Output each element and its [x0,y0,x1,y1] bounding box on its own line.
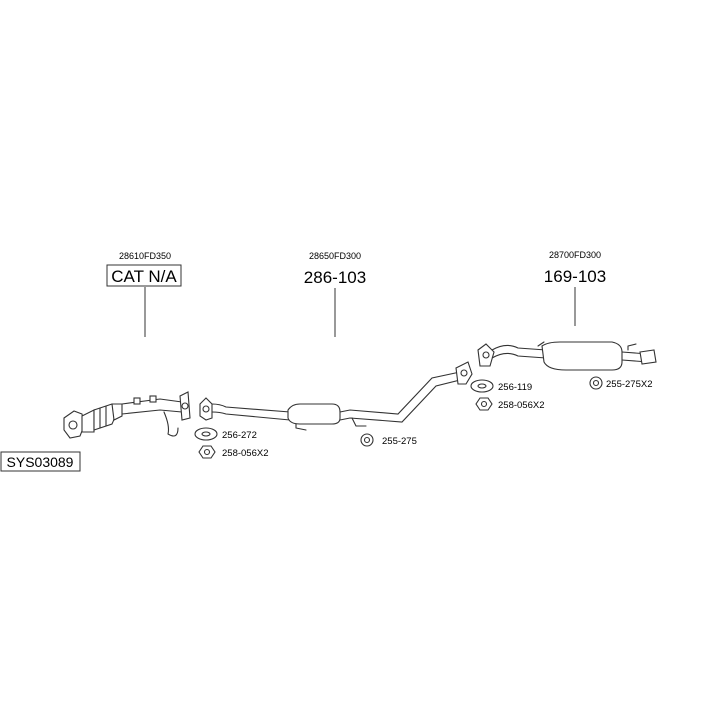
part-code-front[interactable]: CAT N/A [111,267,177,286]
fitting-258-056x2-rear[interactable]: 258-056X2 [475,397,544,411]
system-code: SYS03089 [7,454,74,470]
rear-silencer-part[interactable] [477,341,657,371]
fitting-255-275[interactable]: 255-275 [360,433,417,447]
rubber-mount-icon [589,376,603,390]
fitting-code: 255-275 [382,436,417,447]
rubber-mount-icon [360,433,374,447]
fitting-code: 255-275X2 [606,379,652,390]
part-code-front-box[interactable]: CAT N/A [106,264,182,287]
fitting-256-119[interactable]: 256-119 [470,379,532,393]
oem-number-rear: 28700FD300 [549,250,601,260]
fitting-code: 256-272 [222,430,257,441]
oem-number-front: 28610FD350 [119,251,171,261]
fitting-258-056x2-front[interactable]: 258-056X2 [198,445,268,459]
part-code-rear[interactable]: 169-103 [544,267,606,286]
catalytic-converter-part[interactable] [63,391,191,439]
gasket-icon [194,427,218,441]
fitting-code: 258-056X2 [222,448,268,459]
part-code-middle[interactable]: 286-103 [304,268,366,287]
oem-number-middle: 28650FD300 [309,251,361,261]
fitting-256-272[interactable]: 256-272 [194,427,257,441]
system-code-box: SYS03089 [0,451,81,472]
gasket-icon [470,379,494,393]
fitting-code: 256-119 [498,382,532,393]
fitting-255-275x2[interactable]: 255-275X2 [589,376,652,390]
nut-icon [198,445,216,459]
nut-icon [475,397,493,411]
middle-pipe-part[interactable] [199,361,473,431]
fitting-code: 258-056X2 [498,400,544,411]
